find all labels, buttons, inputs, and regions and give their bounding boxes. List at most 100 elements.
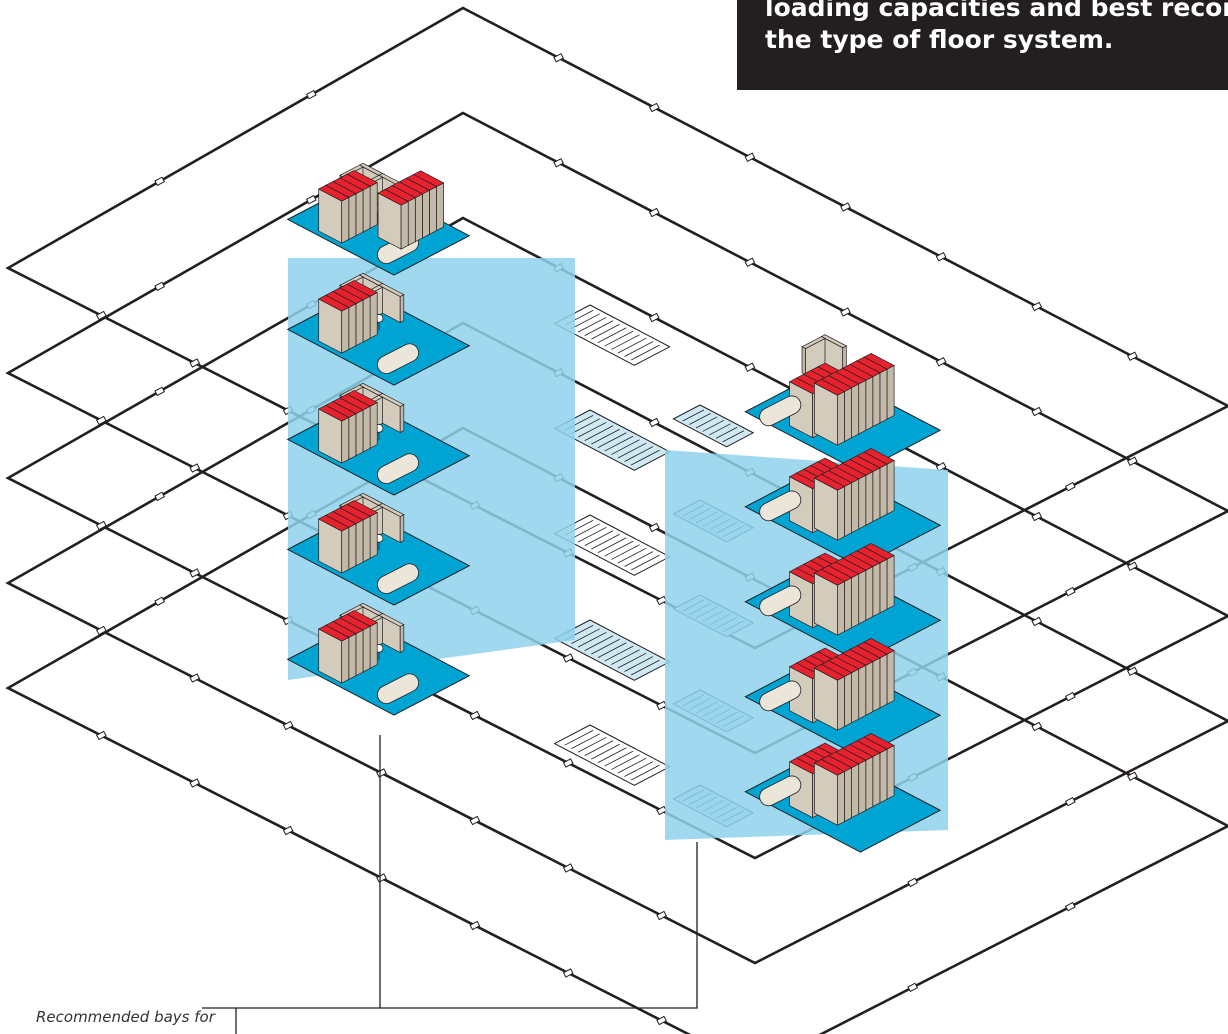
box-face-right <box>837 485 845 541</box>
box-face-right <box>348 303 357 350</box>
stair-tread <box>591 638 620 655</box>
stair-tread <box>611 649 640 665</box>
stair-tread <box>689 412 711 425</box>
box-face-right <box>400 200 409 250</box>
box-face-right <box>865 471 874 526</box>
lounge-seat-body <box>759 680 802 712</box>
stair-tread <box>611 544 640 560</box>
shelving-unit <box>813 448 895 541</box>
box-face-right <box>399 624 405 654</box>
stair-tread <box>571 418 600 435</box>
column-marker <box>469 815 481 826</box>
column-marker <box>648 207 660 218</box>
box-face-right <box>851 573 860 629</box>
stair-tread <box>571 523 600 540</box>
box-face-right <box>844 672 852 728</box>
box-face-top <box>317 514 350 532</box>
shelving-unit <box>813 543 895 636</box>
stair-tread <box>591 743 620 760</box>
box-face-right <box>355 299 364 347</box>
column-marker <box>1126 351 1138 362</box>
stair-tread <box>624 446 654 462</box>
box-face-right <box>355 409 364 457</box>
shelf-bay <box>813 759 846 826</box>
column-marker <box>189 463 201 473</box>
column-marker <box>1031 406 1043 417</box>
stair-tread <box>577 421 607 438</box>
box-face-top <box>788 472 821 490</box>
box-face-top <box>788 567 821 585</box>
box-face-right <box>399 404 405 434</box>
column-marker <box>305 194 317 205</box>
box-face-top <box>788 377 821 395</box>
column-marker <box>562 653 574 663</box>
column-marker <box>907 982 919 993</box>
box-face-top <box>788 757 821 775</box>
box-face-right <box>362 295 371 343</box>
column-marker <box>95 730 107 741</box>
stair-tread <box>709 423 731 436</box>
box-face-right <box>886 459 895 515</box>
box-face-right <box>844 767 852 823</box>
shelving-unit <box>813 638 895 731</box>
stair-tread <box>631 344 660 361</box>
column-marker <box>562 968 574 978</box>
column-marker <box>469 920 481 931</box>
stair-tread <box>597 432 627 448</box>
lounge-seat-body <box>377 453 419 485</box>
box-face-right <box>355 189 364 237</box>
column-marker <box>840 202 851 212</box>
box-face-right <box>407 197 416 246</box>
column-marker <box>282 720 294 731</box>
lounge-seat-body <box>759 585 802 617</box>
box-face-right <box>362 625 371 673</box>
box-face-right <box>362 185 371 233</box>
box-face-top <box>813 474 846 491</box>
caption-label: Recommended bays for <box>36 1008 215 1026</box>
box-face-right <box>844 482 852 538</box>
stair-tread <box>631 659 660 676</box>
column-marker <box>1064 901 1076 912</box>
box-face-right <box>362 515 371 563</box>
desk-panel <box>378 613 405 654</box>
stair-tread <box>631 449 660 466</box>
column-marker <box>840 307 851 317</box>
lounge-seat-body <box>759 775 802 807</box>
box-face-right <box>879 463 888 519</box>
column-marker <box>553 52 565 63</box>
box-face-right <box>348 523 357 570</box>
shelving-unit <box>317 500 378 574</box>
box-face-right <box>348 413 357 460</box>
stair-tread <box>584 425 614 441</box>
stair-tread <box>597 642 627 658</box>
lounge-seat <box>377 343 419 375</box>
stair-tread <box>624 551 654 567</box>
stair-tread <box>604 435 634 452</box>
stair-tread <box>591 323 620 340</box>
shelving-unit <box>317 170 378 244</box>
stair-tread <box>591 533 620 550</box>
box-face-right <box>865 661 874 716</box>
column-marker <box>744 152 756 163</box>
shelf-bay <box>813 664 846 731</box>
box-face-right <box>886 364 895 420</box>
lounge-seat <box>759 775 802 807</box>
stair-tread <box>611 334 640 350</box>
column-marker <box>154 386 166 397</box>
column-marker <box>1126 561 1138 572</box>
shelf-bay <box>813 379 846 446</box>
stair-tread <box>617 757 647 774</box>
box-face-right <box>844 577 852 633</box>
box-face-right <box>399 514 405 544</box>
box-face-right <box>369 401 378 449</box>
stair-tread <box>631 764 660 781</box>
stair-tread <box>577 526 607 543</box>
column-marker <box>935 356 947 367</box>
box-face-top <box>378 393 405 407</box>
box-face-top <box>377 189 409 206</box>
box-face-right <box>886 649 895 705</box>
desk-panel <box>378 503 405 544</box>
lounge-seat <box>759 585 802 617</box>
box-face-right <box>341 636 350 684</box>
box-face-right <box>851 383 860 439</box>
